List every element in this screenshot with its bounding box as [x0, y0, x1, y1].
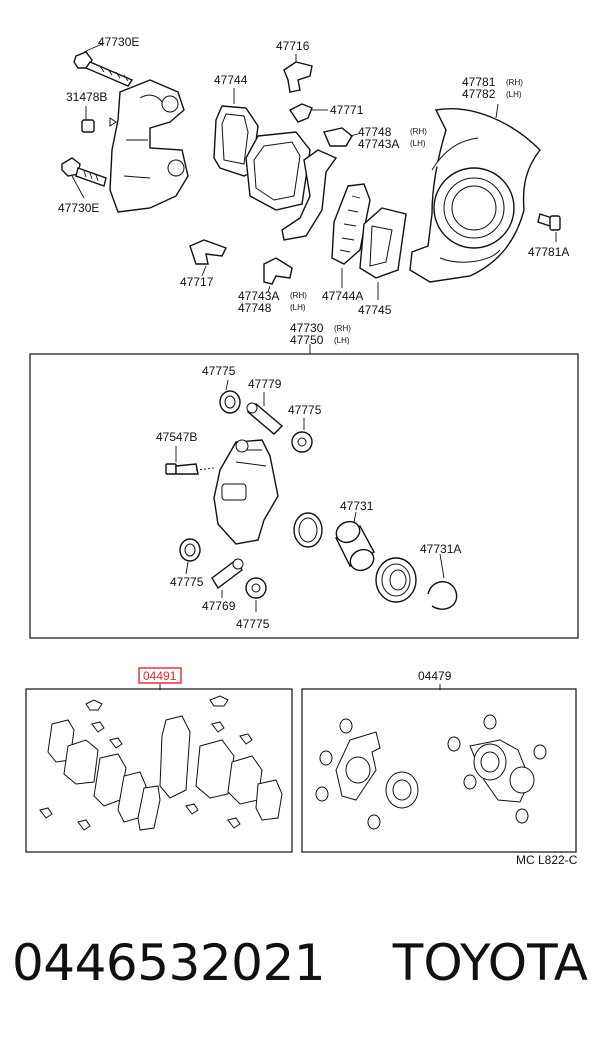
- pad-kit-parts: [39, 695, 283, 831]
- label-cover-bolt: 47781A: [528, 245, 569, 259]
- piston-boot-icon: [375, 557, 417, 603]
- lower-pin-icon: [211, 558, 244, 590]
- pad-kit-highlight: [138, 667, 182, 684]
- label-piston: 47731: [340, 499, 374, 513]
- label-seal-kit: 04479: [418, 669, 452, 683]
- seal-ring-icon: [427, 581, 458, 610]
- clip-top-icon: [283, 61, 313, 93]
- label-pin: 47779: [248, 377, 282, 391]
- label-shim-outer-lh: 47748: [238, 301, 272, 315]
- label-bleeder: 47547B: [156, 430, 197, 444]
- label-boot-b: 47775: [288, 403, 322, 417]
- shim-inner2-icon: [331, 183, 371, 265]
- label-cover-lh: 47782: [462, 87, 496, 101]
- bolt-lower-icon: [61, 157, 107, 187]
- boot-b-icon: [291, 431, 313, 453]
- caliper-body-icon: [213, 439, 279, 545]
- brand-name: TOYOTA: [392, 934, 588, 992]
- label-shim-outer2: 47745: [358, 303, 392, 317]
- caliper-assembly-frame: [29, 353, 579, 639]
- boot-a-icon: [219, 390, 241, 414]
- label-clip-top: 47716: [276, 39, 310, 53]
- bleeder-plug-icon: [165, 463, 199, 475]
- label-shim-inner-rh: 47748: [358, 125, 392, 139]
- label-pad: 47744: [214, 73, 248, 87]
- label-boot-c: 47775: [170, 575, 204, 589]
- part-number: 0446532021: [12, 934, 326, 992]
- seal-kit-parts: [315, 714, 547, 830]
- label-shim-outer-rh: 47743A: [238, 289, 279, 303]
- label-rh-4: (RH): [334, 324, 351, 333]
- shim-inner-rh-icon: [323, 127, 353, 147]
- label-rh-1: (RH): [410, 127, 427, 136]
- label-assembly-rh: 47730: [290, 321, 324, 335]
- label-lh-1: (LH): [410, 139, 426, 148]
- pad-inner-icon: [245, 131, 311, 211]
- parts-diagram: 47730E 31478B 47730E 47744 47716 47771 4…: [25, 35, 579, 867]
- label-lh-3: (LH): [506, 90, 522, 99]
- label-seal: 47731A: [420, 542, 461, 556]
- label-shim-inner2: 47744A: [322, 289, 363, 303]
- part-footer: 0446532021 TOYOTA: [0, 928, 600, 1008]
- label-rh-2: (RH): [290, 291, 307, 300]
- label-rh-3: (RH): [506, 78, 523, 87]
- label-anti-squeal: 47771: [330, 103, 364, 117]
- label-pad-kit: 04491: [143, 669, 177, 683]
- label-shim-inner-lh: 47743A: [358, 137, 399, 151]
- label-assembly-lh: 47750: [290, 333, 324, 347]
- label-clip-bottom: 47717: [180, 275, 214, 289]
- clip-bottom-icon: [189, 239, 227, 265]
- shim-outer2-icon: [359, 207, 407, 279]
- bolt-upper-icon: [73, 51, 134, 87]
- plug-icon: [81, 117, 117, 133]
- boot-d-icon: [245, 577, 267, 599]
- anti-squeal-clip-icon: [288, 103, 313, 123]
- cover-bolt-icon: [537, 213, 561, 231]
- seal-kit-frame: [301, 688, 577, 853]
- label-lh-2: (LH): [290, 303, 306, 312]
- label-plug: 31478B: [66, 90, 107, 104]
- pad-kit-frame: [25, 688, 293, 853]
- piston-icon: [335, 520, 375, 572]
- caliper-bracket: [109, 79, 189, 213]
- label-boot-a: 47775: [202, 364, 236, 378]
- disc-cover-icon: [409, 108, 541, 283]
- label-bolt-lower: 47730E: [58, 201, 99, 215]
- reference-code: MC L822-C: [516, 853, 578, 867]
- caliper-spring-icon: [281, 149, 338, 241]
- piston-seal-ring-icon: [293, 512, 323, 548]
- label-pin-lower: 47769: [202, 599, 236, 613]
- guide-pin-icon: [246, 402, 284, 435]
- label-boot-d: 47775: [236, 617, 270, 631]
- label-cover-rh: 47781: [462, 75, 496, 89]
- shim-outer-icon: [263, 257, 293, 285]
- label-lh-4: (LH): [334, 336, 350, 345]
- boot-c-icon: [179, 538, 201, 562]
- label-bolt-upper: 47730E: [98, 35, 139, 49]
